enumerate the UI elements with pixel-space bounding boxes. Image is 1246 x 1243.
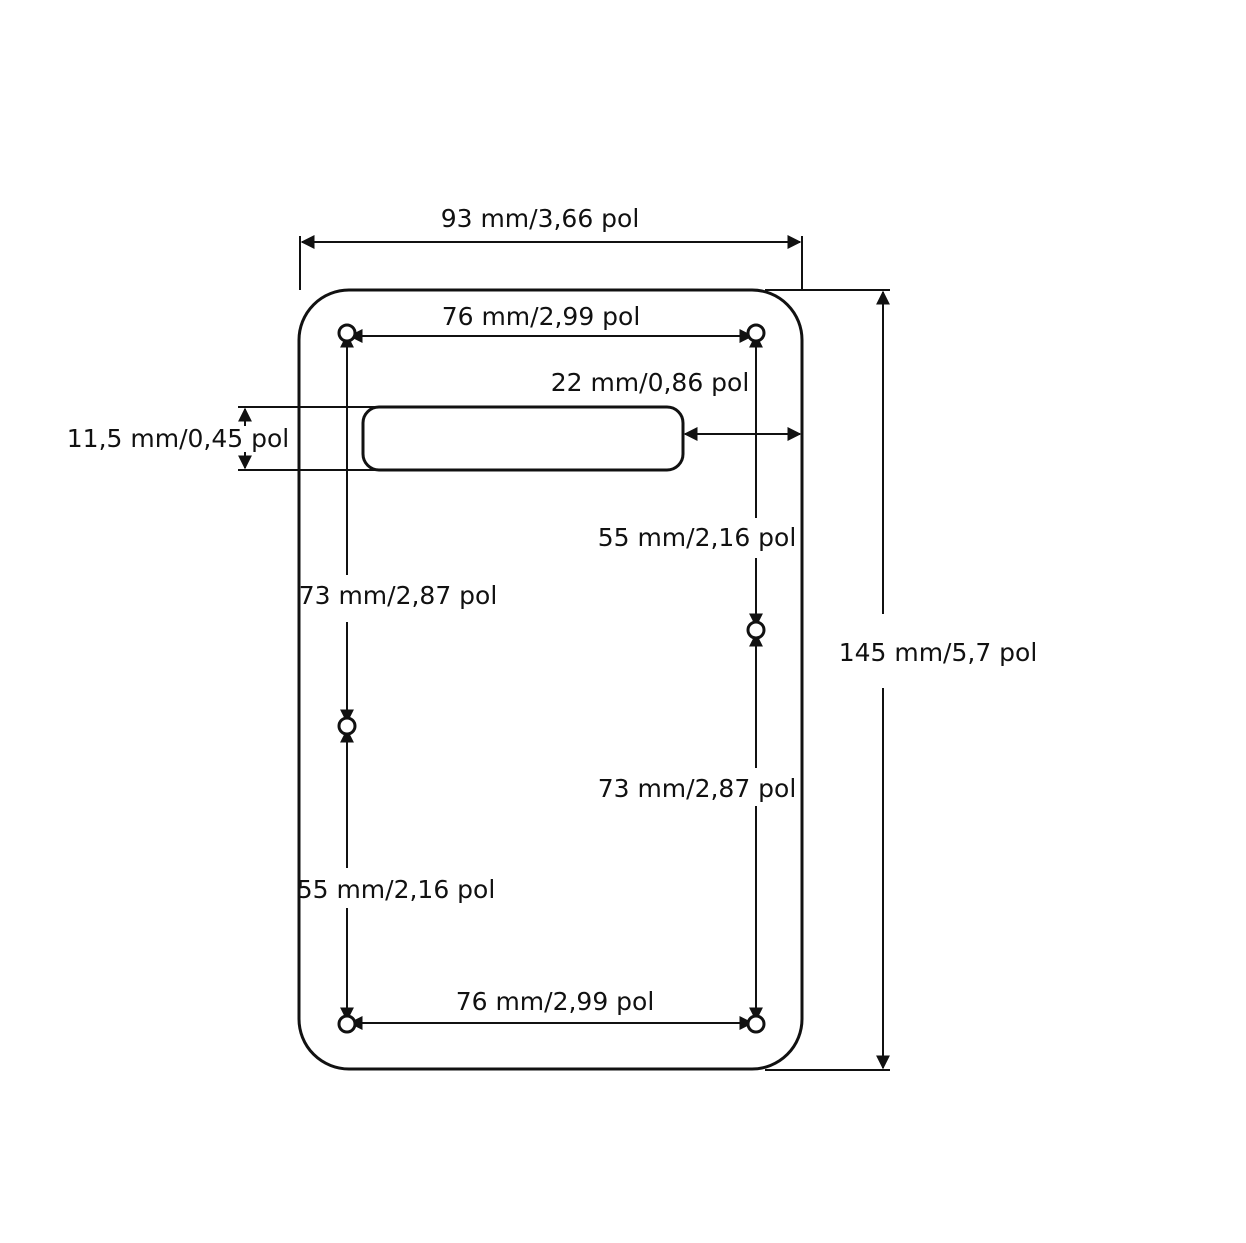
- overall-height-label: 145 mm/5,7 pol: [839, 638, 1038, 667]
- plate-outline: [297, 288, 804, 1071]
- slot-to-edge-dimension: 22 mm/0,86 pol: [551, 368, 802, 441]
- overall-width-dimension: 93 mm/3,66 pol: [299, 204, 803, 290]
- slot-label-mask: [222, 426, 286, 452]
- right-vertical-dimensions: 55 mm/2,16 pol 73 mm/2,87 pol: [598, 333, 797, 1022]
- slot-height-dimension: 11,5 mm/0,45 pol: [67, 406, 376, 471]
- screw-hole-left-middle: [337, 716, 357, 736]
- slot-cutout: [361, 405, 685, 472]
- screw-hole-right-middle: [746, 620, 766, 640]
- slot-to-edge-label: 22 mm/0,86 pol: [551, 368, 750, 397]
- overall-height-dimension: 145 mm/5,7 pol: [765, 289, 1038, 1071]
- left-upper-spacing-label: 73 mm/2,87 pol: [299, 581, 498, 610]
- top-hole-spacing-label: 76 mm/2,99 pol: [442, 302, 641, 331]
- screw-hole-bottom-left: [337, 1014, 357, 1034]
- left-vertical-dimensions: 73 mm/2,87 pol 55 mm/2,16 pol: [297, 333, 498, 1022]
- right-lower-spacing-label: 73 mm/2,87 pol: [598, 774, 797, 803]
- right-upper-spacing-label: 55 mm/2,16 pol: [598, 523, 797, 552]
- bottom-hole-spacing-dimension: 76 mm/2,99 pol: [348, 987, 754, 1030]
- screw-hole-top-right: [746, 323, 766, 343]
- slot-height-label: 11,5 mm/0,45 pol: [67, 424, 289, 453]
- screw-hole-bottom-right: [746, 1014, 766, 1034]
- overall-width-label: 93 mm/3,66 pol: [441, 204, 640, 233]
- screw-hole-top-left: [337, 323, 357, 343]
- bottom-hole-spacing-label: 76 mm/2,99 pol: [456, 987, 655, 1016]
- left-lower-spacing-label: 55 mm/2,16 pol: [297, 875, 496, 904]
- top-hole-spacing-dimension: 76 mm/2,99 pol: [348, 302, 754, 343]
